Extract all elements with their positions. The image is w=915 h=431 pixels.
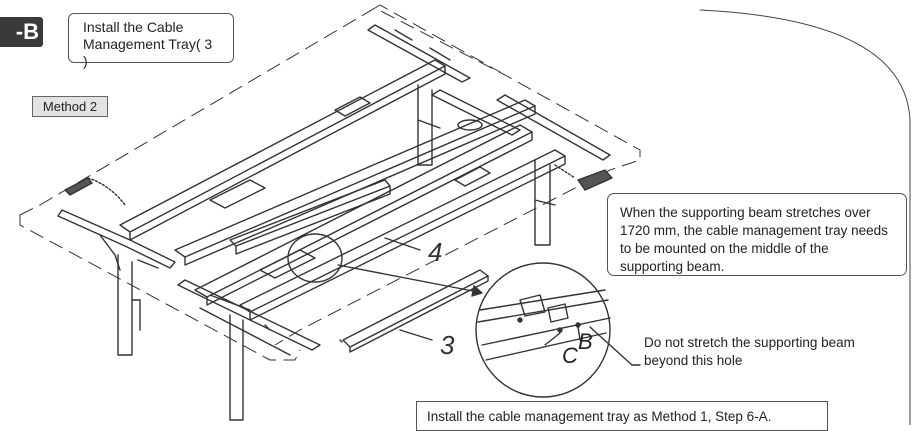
top-plate-back [367,24,471,83]
part-label-beam: 4 [428,237,443,267]
foot-front [177,279,321,351]
detail-circle-large [475,262,611,398]
handset [577,169,613,191]
frame-border [699,9,911,425]
bottom-instruction: Install the cable management tray as Met… [416,401,828,431]
leg-front-left [117,254,133,356]
callout-warning: Do not stretch the supporting beam beyon… [644,335,855,368]
hole-label-c: C [562,343,578,368]
part-label-tray: 3 [440,330,455,360]
step-badge: -B [0,17,43,47]
step-title: Install the Cable Management Tray( 3 ) [68,13,234,69]
leg-right [534,159,551,246]
warning-leader [589,326,633,366]
detail-circle-small [287,233,343,283]
method-label: Method 2 [32,96,108,117]
control-plate [431,89,521,136]
leg-back-left [229,314,244,421]
rail-back-upper [119,59,446,233]
side-plate-left [57,209,176,269]
tray-mid [229,179,391,247]
leg-back-right [417,84,433,166]
note-box: When the supporting beam stretches over … [607,193,907,276]
hole-label-b: B [578,329,593,354]
remote-left [64,177,93,196]
back-tabletop [39,7,641,346]
front-tabletop [19,204,301,361]
top-plate-right [496,94,611,161]
